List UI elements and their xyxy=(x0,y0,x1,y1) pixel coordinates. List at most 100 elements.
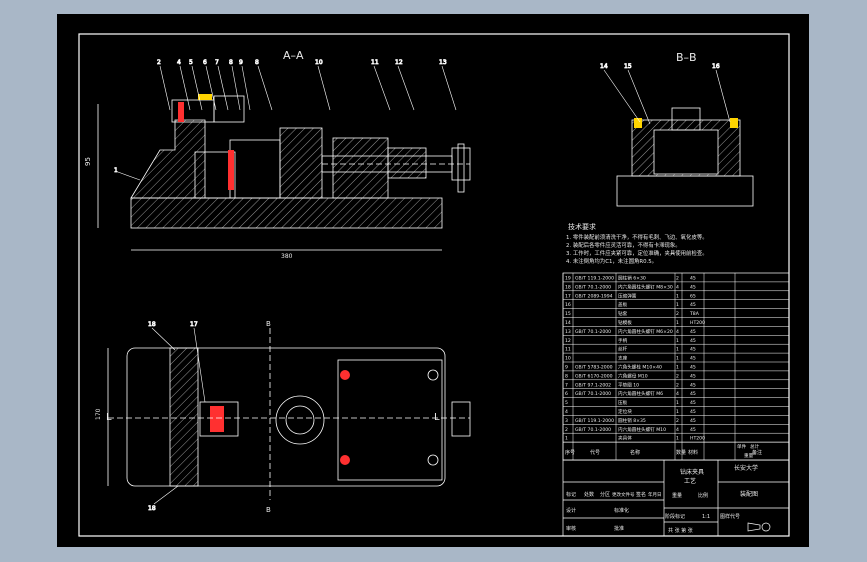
bom-cell: GB/T 70.1-2000 xyxy=(575,329,611,335)
bom-cell: 45 xyxy=(690,391,696,397)
part-callout: 18 xyxy=(148,321,156,328)
bom-cell: 15 xyxy=(565,311,571,317)
part-callout: 7 xyxy=(215,59,219,66)
bom-cell: 定位块 xyxy=(618,408,632,415)
plan-hole-2 xyxy=(427,369,439,381)
tech-req-line: 4. 未注倒角均为C1，未注圆角R0.5。 xyxy=(566,257,657,265)
bom-cell: 45 xyxy=(690,284,696,290)
bom-cell: 2 xyxy=(676,276,679,282)
title-block: 工艺 长安大学 装配图 图样代号 阶段标记 1:1 共 张 第 张 标记 处数 … xyxy=(562,459,790,537)
title-std-label: 标准化 xyxy=(614,507,629,514)
bom-cell: 45 xyxy=(690,400,696,406)
part-callout: 1 xyxy=(114,167,118,174)
bom-cell: 1 xyxy=(676,293,679,299)
title-approve-label: 批准 xyxy=(614,525,624,532)
bom-cell: GB/T 70.1-2000 xyxy=(575,391,611,397)
bom-cell: 支座 xyxy=(618,355,628,362)
bom-cell: 45 xyxy=(690,409,696,415)
section-aa-title: A–A xyxy=(283,49,304,62)
part-callout: 12 xyxy=(395,59,403,66)
bom-cell: GB/T 70.1-2000 xyxy=(575,284,611,290)
part-callout: 18 xyxy=(148,505,156,512)
bom-cell: 压板 xyxy=(618,399,628,406)
bom-cell: 4 xyxy=(565,409,568,415)
bom-cell: 18 xyxy=(565,284,571,290)
bom-header: 数量 xyxy=(676,449,686,456)
title-drawing-name: 钻床夹具 xyxy=(680,468,704,476)
leader-line xyxy=(193,327,206,403)
bom-cell: 6 xyxy=(565,391,568,397)
bom-cell: 2 xyxy=(565,427,568,433)
projection-symbol-circle xyxy=(761,522,771,532)
bom-header-extra: 总计 xyxy=(750,443,760,450)
bom-cell: 1 xyxy=(676,302,679,308)
projection-symbol-cone xyxy=(747,522,761,532)
bom-cell: 3 xyxy=(565,418,568,424)
yellow-washer xyxy=(198,94,212,100)
bom-cell: 圆柱销 6×30 xyxy=(618,275,646,282)
title-check-label: 审核 xyxy=(566,525,576,532)
bom-cell: GB/T 70.1-2000 xyxy=(575,427,611,433)
leader-line xyxy=(231,65,241,111)
bom-cell: T8A xyxy=(689,311,700,317)
part-callout: 6 xyxy=(203,59,207,66)
dimension-width: 170 xyxy=(95,408,102,420)
plan-clamp xyxy=(199,401,239,437)
leader-line xyxy=(117,171,141,181)
part-callout: 10 xyxy=(315,59,323,66)
leader-line xyxy=(441,65,457,111)
title-count-label: 处数 xyxy=(584,491,594,498)
leader-line xyxy=(241,65,251,111)
bom-cell: 16 xyxy=(565,302,571,308)
view-label-right: L xyxy=(434,412,440,423)
bom-cell: 5 xyxy=(565,400,568,406)
bom-cell: 45 xyxy=(690,418,696,424)
bom-cell: 钻模板 xyxy=(618,319,632,326)
plan-hole-4 xyxy=(427,454,439,466)
part-callout: 8 xyxy=(255,59,259,66)
part-callout: 11 xyxy=(371,59,379,66)
bom-cell: 手柄 xyxy=(618,337,628,344)
red-pin xyxy=(228,150,234,190)
leader-line xyxy=(317,65,331,111)
plan-outline xyxy=(126,347,446,487)
title-date-label: 年月日 xyxy=(648,491,662,498)
locating-block xyxy=(194,151,236,199)
bom-cell: 17 xyxy=(565,293,571,299)
bom-cell: 14 xyxy=(565,320,571,326)
title-stage-label: 阶段标记 xyxy=(665,513,685,520)
bom-cell: 45 xyxy=(690,302,696,308)
plan-boss-outer xyxy=(275,395,325,445)
bom-header: 备注 xyxy=(752,449,762,456)
leader-line xyxy=(715,69,731,123)
part-callout: 4 xyxy=(177,59,181,66)
bom-cell: 65 xyxy=(690,293,696,299)
bom-header: 名称 xyxy=(630,449,640,456)
part-callout: 5 xyxy=(189,59,193,66)
plan-red-part xyxy=(210,406,224,432)
plan-hole-1 xyxy=(340,370,350,380)
plan-hole-3 xyxy=(340,455,350,465)
bom-cell: HT200 xyxy=(690,320,705,326)
bb-cap xyxy=(671,107,701,131)
bom-cell: 4 xyxy=(676,329,679,335)
bom-cell: 8 xyxy=(565,373,568,379)
title-marking-label: 标记 xyxy=(566,491,576,498)
leader-line xyxy=(205,65,217,111)
bom-cell: 六角头螺栓 M10×40 xyxy=(618,364,662,371)
bom-cell: 10 xyxy=(565,356,571,362)
view-label-left: L xyxy=(106,412,112,423)
bom-cell: 六角螺母 M10 xyxy=(618,372,648,379)
leader-line xyxy=(191,65,203,111)
bom-cell: 1 xyxy=(676,365,679,371)
bom-cell: 内六角圆柱头螺钉 M8×30 xyxy=(618,283,673,290)
bom-cell: GB/T 5783-2000 xyxy=(575,365,613,371)
tech-req-line: 1. 零件装配前须清洗干净，不得有毛刺、飞边、氧化皮等。 xyxy=(566,233,708,241)
title-drawing-no: 装配图 xyxy=(740,490,758,498)
title-sheet: 共 张 第 张 xyxy=(668,527,693,534)
